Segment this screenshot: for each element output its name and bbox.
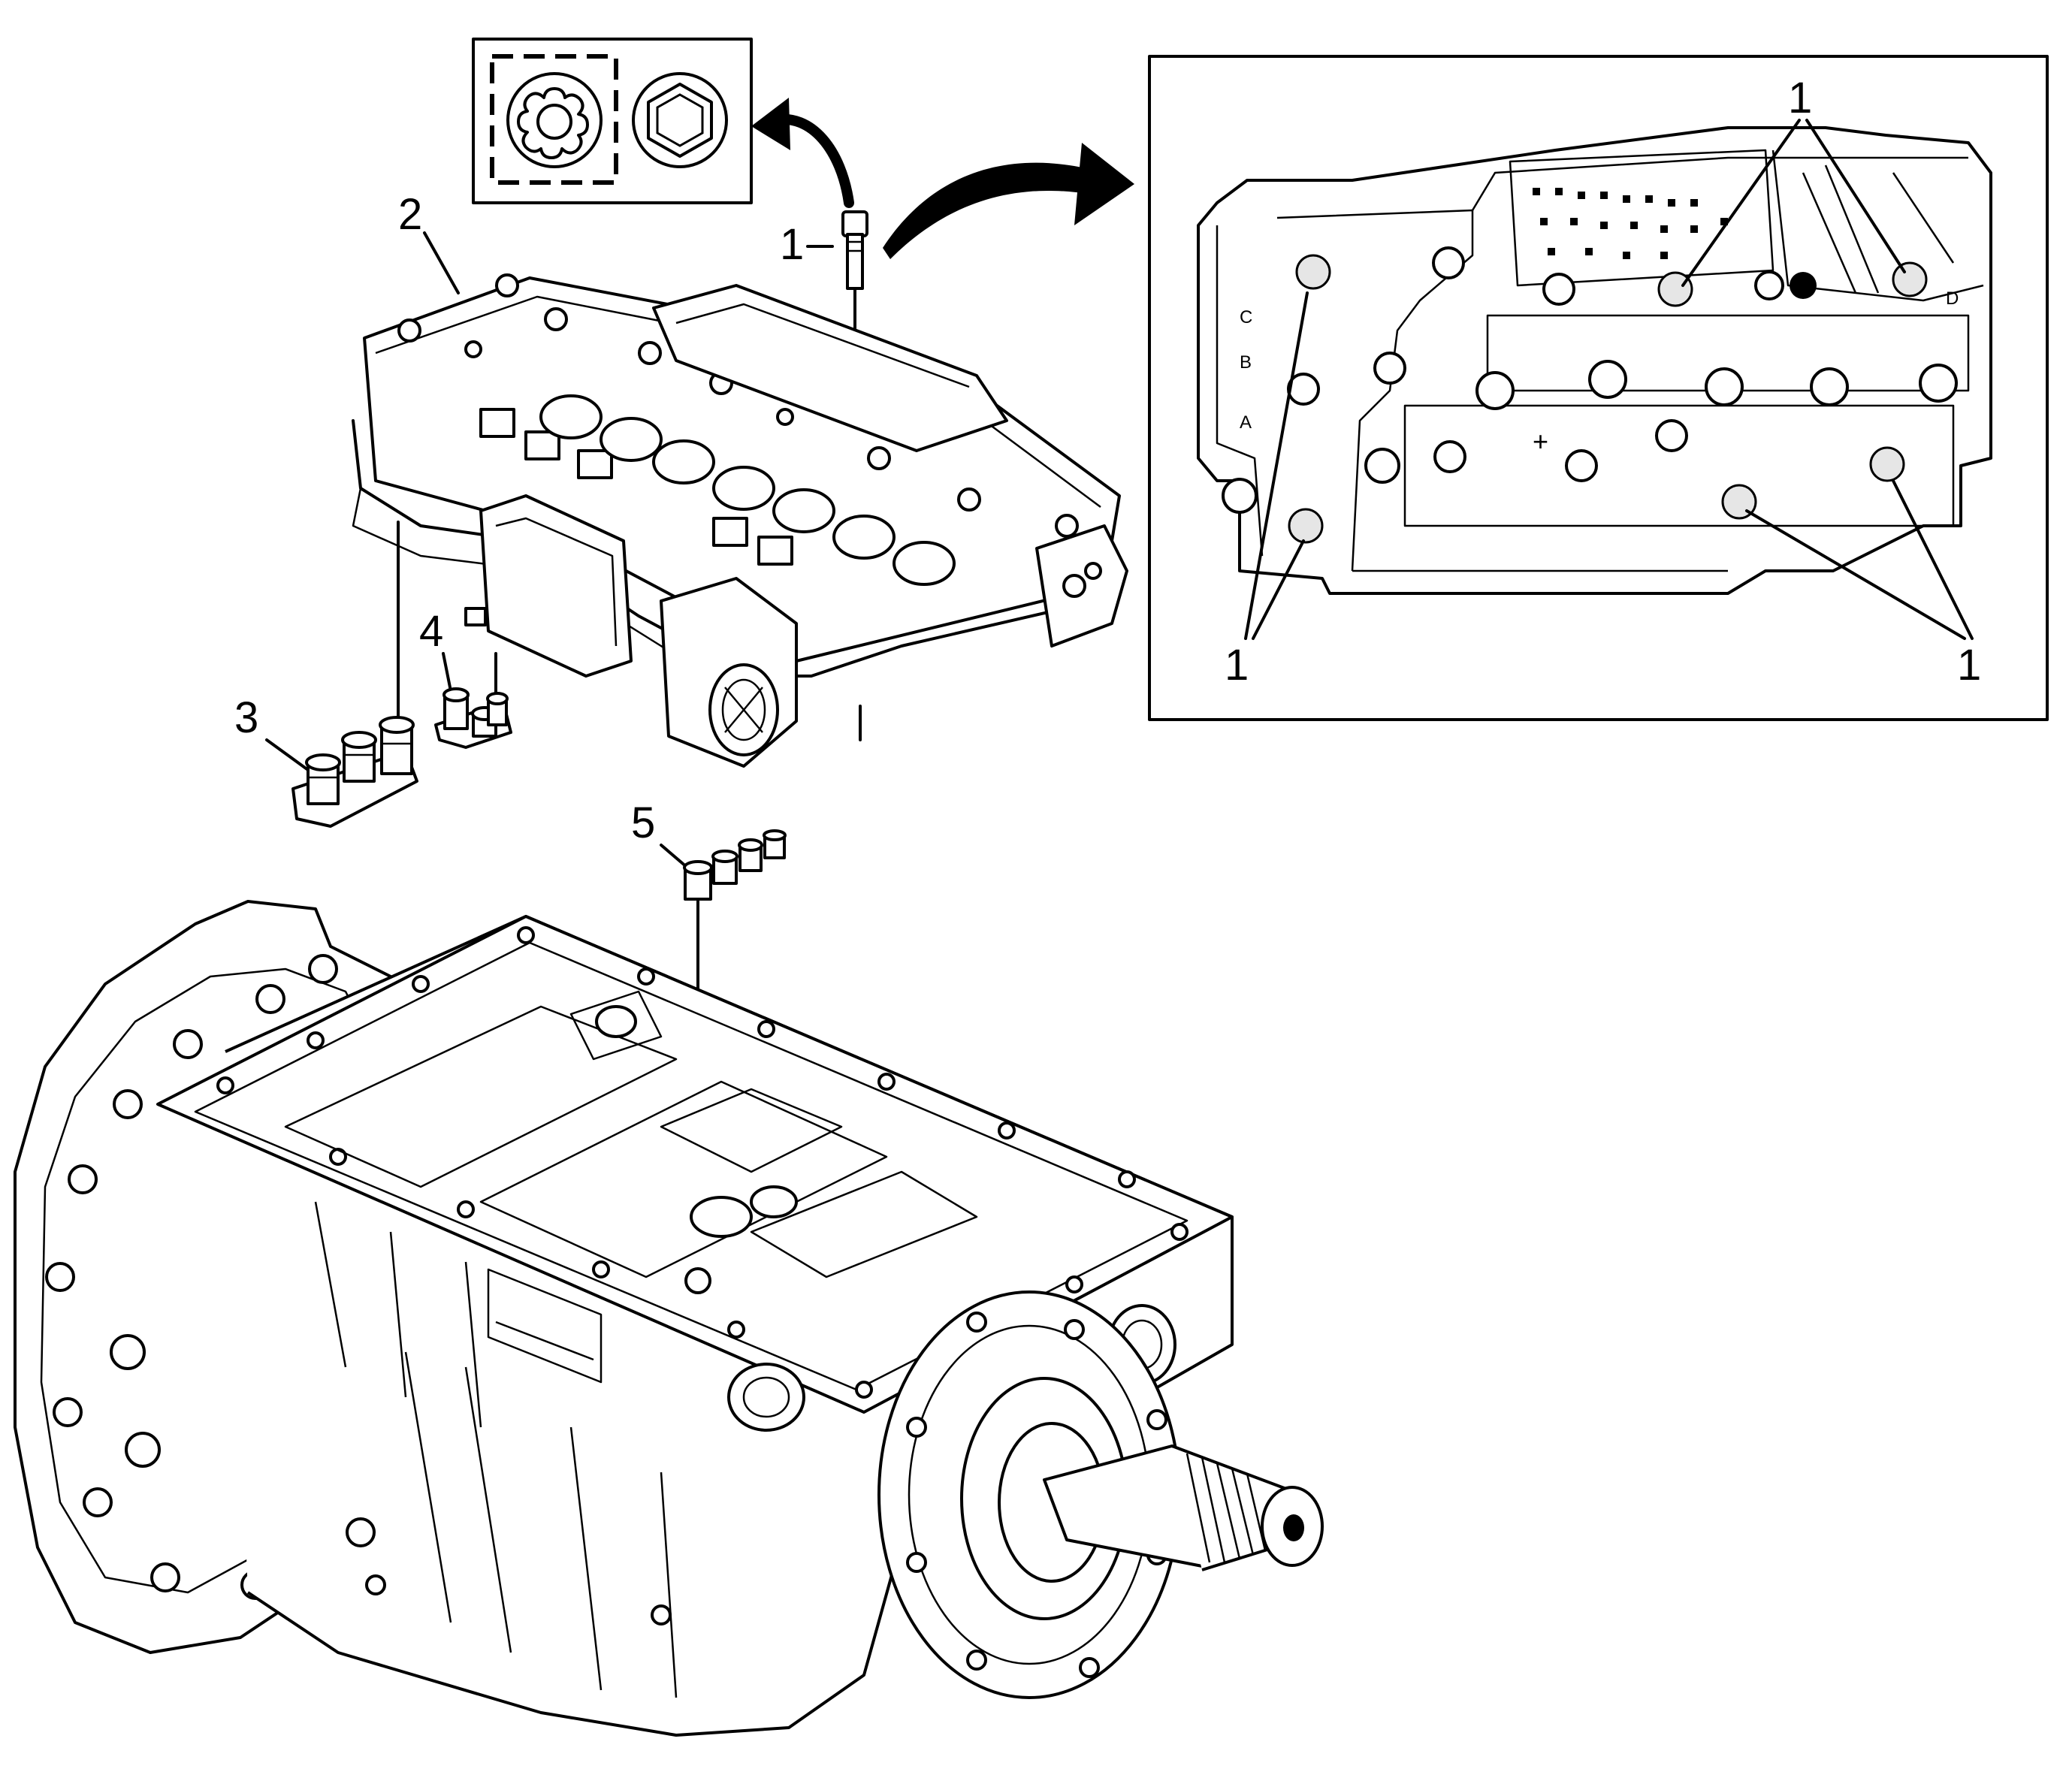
seal-set-4: 4 [419, 607, 512, 749]
detail-callout-1-bottom-right: 1 [1957, 641, 1981, 690]
callout-3-seals: 3 [234, 693, 258, 742]
inset-pointer-arrow [751, 98, 854, 208]
bolt-head-inset [472, 38, 753, 204]
output-flange [877, 1290, 1181, 1699]
detail-callout-1-bottom-left: 1 [1225, 641, 1249, 690]
electrical-connector [464, 494, 633, 678]
seal-rings-3 [305, 716, 415, 805]
detail-bolt-holes [1222, 246, 1958, 514]
upper-panel-dots [1533, 188, 1728, 259]
callout-4-seals: 4 [419, 607, 443, 656]
detail-mark-a: A [1240, 412, 1252, 433]
detail-view-bolt-locations: 1 1 1 C B A D + [1148, 55, 2049, 721]
detail-mark-b: B [1240, 352, 1252, 373]
seal-set-3: 3 [234, 693, 418, 828]
sleeves-5: 5 [631, 798, 787, 1271]
detail-callout-1-top: 1 [1788, 74, 1812, 122]
callout-1-bolt: 1 [780, 220, 804, 269]
torx-bolt-head-icon [506, 72, 603, 168]
transmission-case [14, 900, 1324, 1737]
detail-mark-plus: + [1533, 426, 1548, 457]
hex-bolt-head-icon [632, 72, 728, 168]
output-shaft [1043, 1444, 1324, 1571]
detail-mark-d: D [1946, 288, 1959, 309]
detail-mark-c: C [1240, 307, 1252, 328]
detail-pointer-arrow [883, 143, 1134, 259]
callout-5-sleeves: 5 [631, 798, 655, 847]
callout-2-control-module: 2 [398, 190, 422, 239]
control-valve-body-assembly: 2 [352, 190, 1128, 768]
solenoid-row [479, 394, 956, 586]
position-sensor [660, 577, 798, 768]
